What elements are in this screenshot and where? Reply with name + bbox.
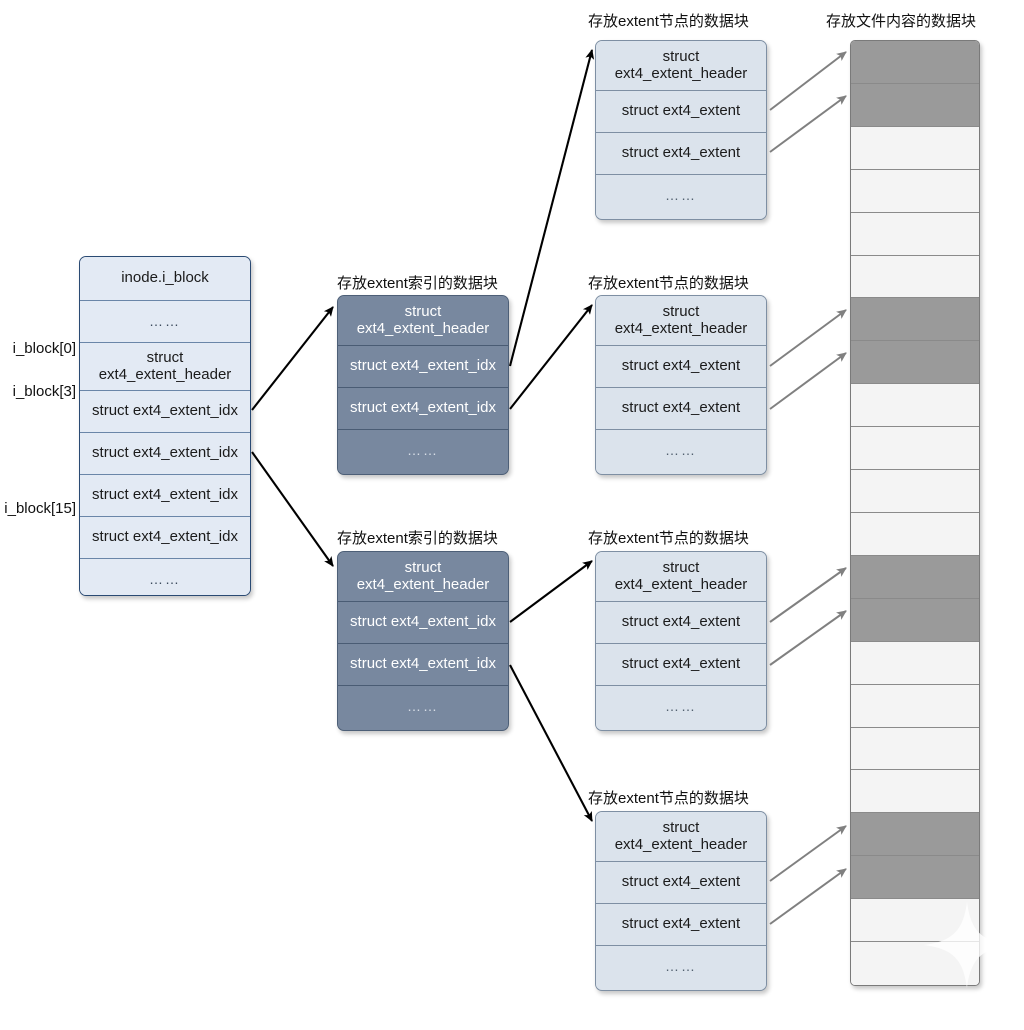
node-1-row-extent-2: struct ext4_extent xyxy=(596,133,766,175)
node-4-row-extent-2: struct ext4_extent xyxy=(596,904,766,946)
file-data-block-row xyxy=(851,598,979,642)
index-1-row-header: struct ext4_extent_header xyxy=(338,296,508,346)
inode-row-ellipsis-bottom: …… xyxy=(80,559,250,595)
extent-index-block-1: struct ext4_extent_header struct ext4_ex… xyxy=(337,295,509,475)
node-4-row-extent-1: struct ext4_extent xyxy=(596,862,766,904)
node-1-row-ellipsis: …… xyxy=(596,175,766,217)
index-1-row-ellipsis: …… xyxy=(338,430,508,472)
arrow-node-3-extent-1-to-data xyxy=(769,567,847,623)
file-data-block-row xyxy=(851,512,979,556)
file-data-block-row xyxy=(851,41,979,84)
node-4-row-ellipsis: …… xyxy=(596,946,766,988)
inode-row-extent-header: struct ext4_extent_header xyxy=(80,343,250,391)
arrow-index-2-to-node-4 xyxy=(509,664,593,822)
index-2-row-header: struct ext4_extent_header xyxy=(338,552,508,602)
node-1-row-header: struct ext4_extent_header xyxy=(596,41,766,91)
file-data-block-row xyxy=(851,899,979,943)
file-data-block-row xyxy=(851,384,979,428)
node-4-row-header: struct ext4_extent_header xyxy=(596,812,766,862)
arrow-index-2-to-node-3 xyxy=(509,560,593,623)
node-2-row-extent-1: struct ext4_extent xyxy=(596,346,766,388)
node-3-row-extent-2: struct ext4_extent xyxy=(596,644,766,686)
index-2-row-idx-1: struct ext4_extent_idx xyxy=(338,602,508,644)
extent-node-block-2: struct ext4_extent_header struct ext4_ex… xyxy=(595,295,767,475)
file-data-block-row xyxy=(851,255,979,299)
file-data-block-row xyxy=(851,298,979,342)
node-1-row-extent-1: struct ext4_extent xyxy=(596,91,766,133)
inode-row-extent-idx-3: struct ext4_extent_idx xyxy=(80,475,250,517)
caption-index-block-1: 存放extent索引的数据块 xyxy=(337,275,498,292)
inode-row-extent-idx-1: struct ext4_extent_idx xyxy=(80,391,250,433)
arrow-node-1-extent-2-to-data xyxy=(769,95,847,153)
label-i-block-3: i_block[3] xyxy=(12,383,76,400)
index-2-row-idx-2: struct ext4_extent_idx xyxy=(338,644,508,686)
caption-node-block-4: 存放extent节点的数据块 xyxy=(588,790,749,807)
inode-row-extent-idx-4: struct ext4_extent_idx xyxy=(80,517,250,559)
caption-index-block-2: 存放extent索引的数据块 xyxy=(337,530,498,547)
arrow-node-4-extent-1-to-data xyxy=(769,825,847,882)
file-data-block-row xyxy=(851,341,979,385)
file-data-block-row xyxy=(851,126,979,170)
extent-node-block-1: struct ext4_extent_header struct ext4_ex… xyxy=(595,40,767,220)
arrow-index-1-to-node-1 xyxy=(508,49,595,367)
arrow-inode-to-index-1 xyxy=(251,306,334,411)
inode-i-block-card: inode.i_block …… struct ext4_extent_head… xyxy=(79,256,251,596)
file-data-block-row xyxy=(851,813,979,857)
node-2-row-header: struct ext4_extent_header xyxy=(596,296,766,346)
caption-node-block-2: 存放extent节点的数据块 xyxy=(588,275,749,292)
inode-row-ellipsis-top: …… xyxy=(80,301,250,343)
caption-node-block-1: 存放extent节点的数据块 xyxy=(588,13,749,30)
arrow-node-4-extent-2-to-data xyxy=(769,868,847,925)
file-data-block-row xyxy=(851,427,979,471)
file-data-block-row xyxy=(851,684,979,728)
file-data-block-row xyxy=(851,83,979,127)
file-data-block-row xyxy=(851,727,979,771)
index-1-row-idx-1: struct ext4_extent_idx xyxy=(338,346,508,388)
file-data-block-row xyxy=(851,856,979,900)
file-data-block-row xyxy=(851,470,979,513)
file-data-block-row xyxy=(851,169,979,213)
node-2-row-ellipsis: …… xyxy=(596,430,766,472)
file-content-column xyxy=(850,40,980,986)
index-2-row-ellipsis: …… xyxy=(338,686,508,728)
node-3-row-ellipsis: …… xyxy=(596,686,766,728)
inode-row-extent-idx-2: struct ext4_extent_idx xyxy=(80,433,250,475)
arrow-node-1-extent-1-to-data xyxy=(769,51,847,111)
file-data-block-row xyxy=(851,770,979,814)
file-data-block-row xyxy=(851,212,979,256)
file-data-block-row xyxy=(851,942,979,985)
extent-index-block-2: struct ext4_extent_header struct ext4_ex… xyxy=(337,551,509,731)
label-i-block-15: i_block[15] xyxy=(4,500,76,517)
caption-file-content-column: 存放文件内容的数据块 xyxy=(826,13,977,30)
node-3-row-extent-1: struct ext4_extent xyxy=(596,602,766,644)
arrow-node-2-extent-1-to-data xyxy=(769,309,847,367)
node-3-row-header: struct ext4_extent_header xyxy=(596,552,766,602)
file-data-block-row xyxy=(851,641,979,685)
caption-node-block-3: 存放extent节点的数据块 xyxy=(588,530,749,547)
arrow-inode-to-index-2 xyxy=(251,451,334,567)
inode-header: inode.i_block xyxy=(80,257,250,301)
index-1-row-idx-2: struct ext4_extent_idx xyxy=(338,388,508,430)
arrow-node-3-extent-2-to-data xyxy=(769,610,847,666)
file-data-block-row xyxy=(851,555,979,599)
node-2-row-extent-2: struct ext4_extent xyxy=(596,388,766,430)
arrow-index-1-to-node-2 xyxy=(509,304,593,410)
arrow-node-2-extent-2-to-data xyxy=(769,352,847,410)
extent-node-block-3: struct ext4_extent_header struct ext4_ex… xyxy=(595,551,767,731)
extent-node-block-4: struct ext4_extent_header struct ext4_ex… xyxy=(595,811,767,991)
label-i-block-0: i_block[0] xyxy=(12,340,76,357)
